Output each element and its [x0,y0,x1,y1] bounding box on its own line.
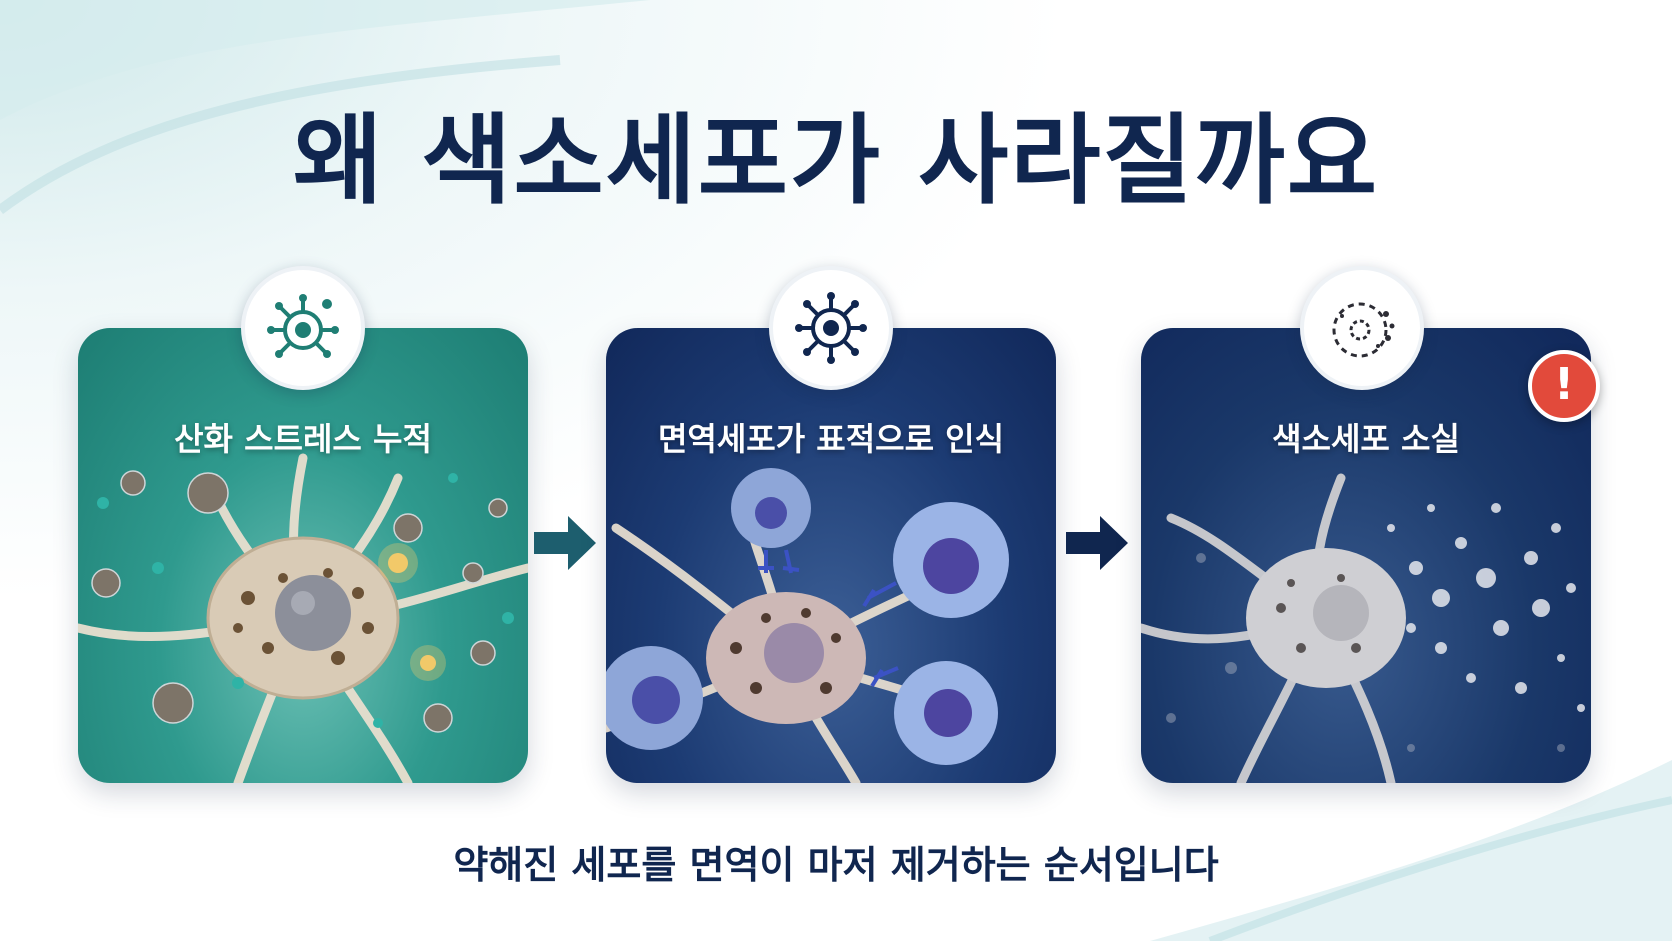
caption-text: 약해진 세포를 면역이 마저 제거하는 순서입니다 [453,843,1219,887]
alert-icon: ! [1528,350,1600,422]
cell-loss-illustration [1141,473,1585,783]
page-title: 왜 색소세포가 사라질까요 [293,104,1379,218]
cell-dissolving-icon [1300,266,1424,390]
step-label: 면역세포가 표적으로 인식 [657,420,1005,458]
arrow-right-icon [1066,516,1128,570]
cell-target-icon [769,266,893,390]
cell-oxidative-icon [241,266,365,390]
step-panel-oxidative-stress: 산화 스트레스 누적 [78,328,528,783]
step-panel-immune-targeting: 면역세포가 표적으로 인식 [606,328,1056,783]
step-label: 색소세포 소실 [1272,420,1460,458]
step-label: 산화 스트레스 누적 [174,420,432,458]
immune-targeting-illustration [606,468,1009,783]
oxidative-stress-illustration [78,453,528,783]
step-panel-cell-loss: 색소세포 소실 [1141,328,1591,783]
arrow-right-icon [534,516,596,570]
